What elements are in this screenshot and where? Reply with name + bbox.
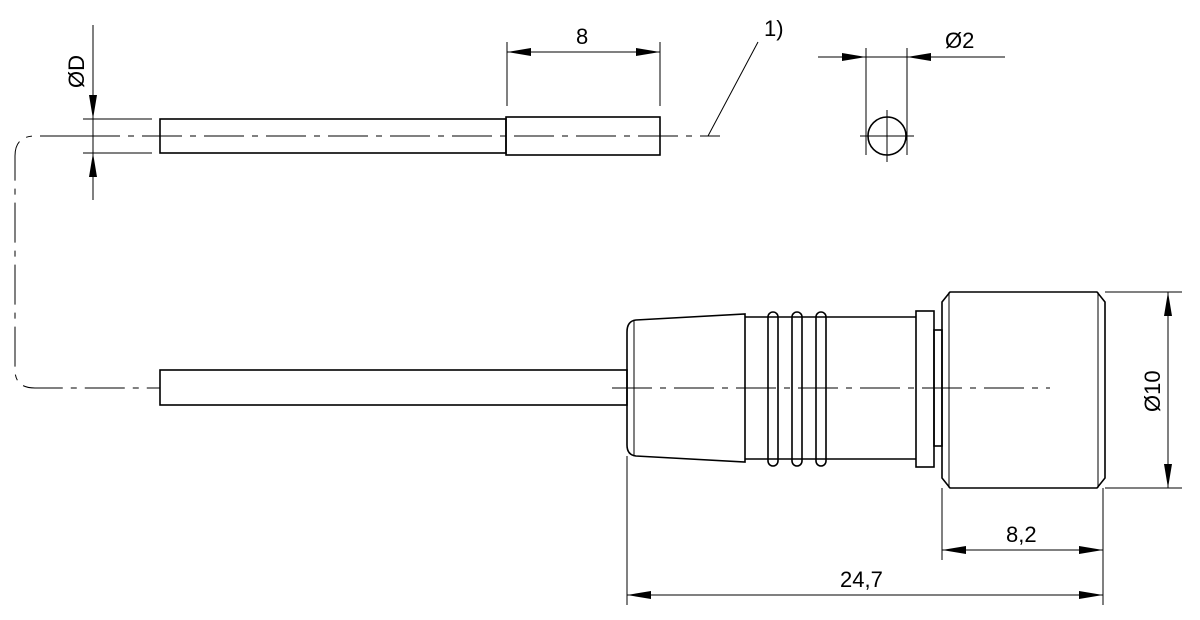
dimension-nut-length: 8,2 (941, 488, 1104, 605)
cable-end-view (14, 41, 759, 389)
label-connector-diameter: Ø10 (1140, 370, 1165, 412)
footnote-marker: 1) (764, 16, 784, 41)
label-overall-length: 24,7 (840, 567, 883, 592)
wire-cross-section: Ø2 (818, 28, 1005, 162)
connector-side-view (159, 291, 1106, 489)
label-nut-length: 8,2 (1006, 522, 1037, 547)
label-cable-diameter: ØD (64, 55, 89, 88)
dimension-cable-diameter: ØD (64, 25, 152, 200)
dimension-sleeve-length: 8 (506, 24, 661, 106)
label-wire-diameter: Ø2 (945, 28, 974, 53)
dimension-connector-diameter: Ø10 (1105, 291, 1182, 489)
label-sleeve-length: 8 (576, 24, 588, 49)
dimension-overall-length: 24,7 (626, 456, 1103, 605)
